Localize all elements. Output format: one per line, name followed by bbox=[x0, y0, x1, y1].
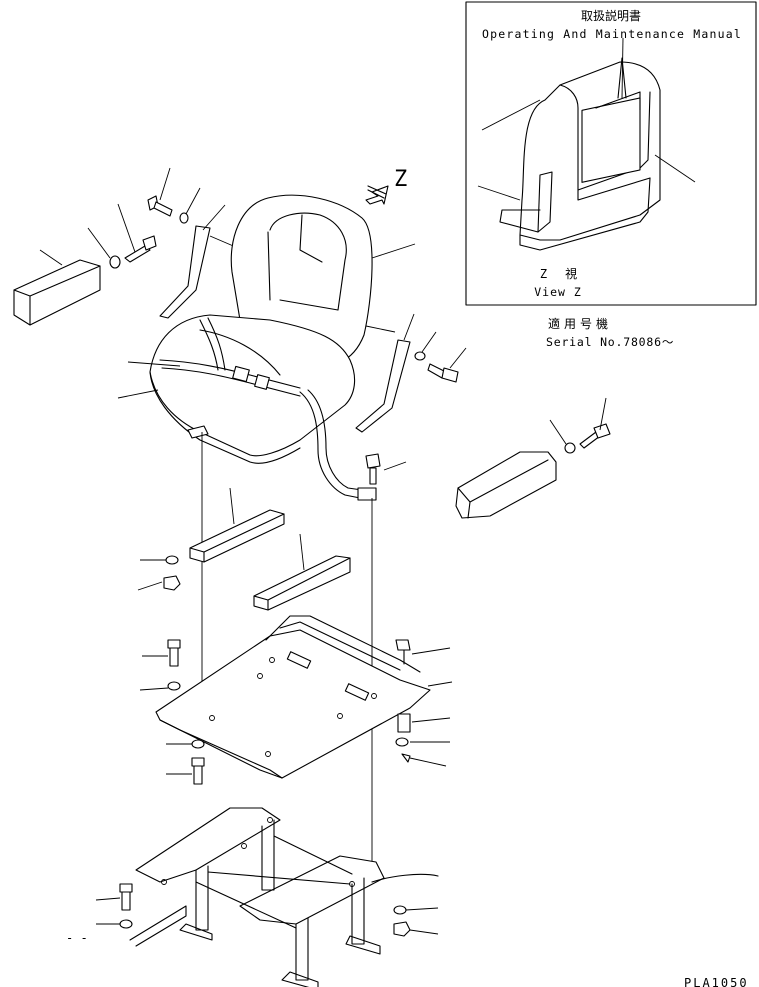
left-seat-bracket bbox=[159, 204, 239, 319]
right-bracket-washer bbox=[414, 331, 437, 361]
right-spacer bbox=[397, 713, 451, 733]
manual-title-jp: 取扱説明書 bbox=[581, 8, 641, 23]
view-z-label-en: View Z bbox=[534, 285, 582, 299]
manual-holder bbox=[581, 97, 641, 183]
right-washer bbox=[549, 419, 576, 454]
leader-line bbox=[654, 154, 696, 183]
leader-line bbox=[477, 185, 521, 201]
plate-washer bbox=[139, 681, 181, 691]
view-z-inset: 取扱説明書 Operating And Maintenance Manual Z… bbox=[465, 1, 757, 306]
manual-title-en: Operating And Maintenance Manual bbox=[482, 27, 742, 41]
right-bracket-bolt bbox=[427, 347, 467, 383]
drawing-code: PLA1050 bbox=[684, 976, 749, 987]
seat-belt-stay bbox=[299, 389, 377, 501]
right-plate-nut bbox=[401, 753, 447, 767]
left-armrest-bolt bbox=[117, 203, 157, 263]
view-arrow-letter: Z bbox=[394, 167, 407, 192]
right-seat-bracket bbox=[355, 313, 415, 433]
leader-line bbox=[365, 325, 396, 333]
view-z-arrow: Z bbox=[365, 167, 407, 205]
seat-cushion bbox=[149, 314, 356, 464]
plate-bolt bbox=[142, 639, 181, 667]
seat-belt bbox=[159, 317, 301, 397]
view-z-label-jp: Z 視 bbox=[540, 266, 580, 281]
frame-right-nut bbox=[393, 921, 439, 937]
right-armrest bbox=[455, 451, 557, 519]
bracket-washer bbox=[179, 187, 201, 224]
serial-label-en: Serial No.78086〜 bbox=[546, 335, 674, 349]
margin-mark: - - bbox=[66, 931, 88, 945]
left-slide-rail bbox=[189, 487, 285, 563]
seat-clip bbox=[187, 425, 209, 439]
frame-bolt bbox=[95, 883, 133, 911]
seat-stand-frame bbox=[129, 807, 439, 987]
leader-line bbox=[39, 249, 63, 266]
eye-bolt bbox=[395, 639, 451, 665]
leader-line bbox=[427, 681, 453, 687]
seat-back-rear-view bbox=[499, 57, 661, 251]
frame-right-washer bbox=[393, 905, 439, 915]
leader-line bbox=[127, 361, 181, 367]
frame-washer bbox=[96, 919, 133, 929]
right-plate-washer bbox=[395, 737, 450, 747]
right-slide-rail bbox=[253, 533, 351, 611]
left-armrest bbox=[13, 259, 101, 326]
inset-frame bbox=[465, 1, 757, 306]
leader-line bbox=[371, 243, 416, 259]
bracket-bolt bbox=[147, 167, 173, 217]
stay-bolt bbox=[365, 453, 407, 485]
leader-line bbox=[117, 389, 159, 399]
right-armrest-bolt bbox=[579, 397, 611, 449]
plate-lower-washer bbox=[166, 739, 205, 749]
rail-nut bbox=[137, 575, 181, 591]
seat-mount-plate bbox=[155, 615, 431, 779]
left-washer bbox=[87, 227, 121, 269]
leader-line bbox=[481, 99, 541, 131]
rail-washer bbox=[140, 555, 179, 565]
plate-lower-bolt bbox=[166, 757, 205, 785]
leader-line bbox=[621, 37, 624, 99]
serial-label-jp: 適用号機 bbox=[548, 316, 612, 331]
